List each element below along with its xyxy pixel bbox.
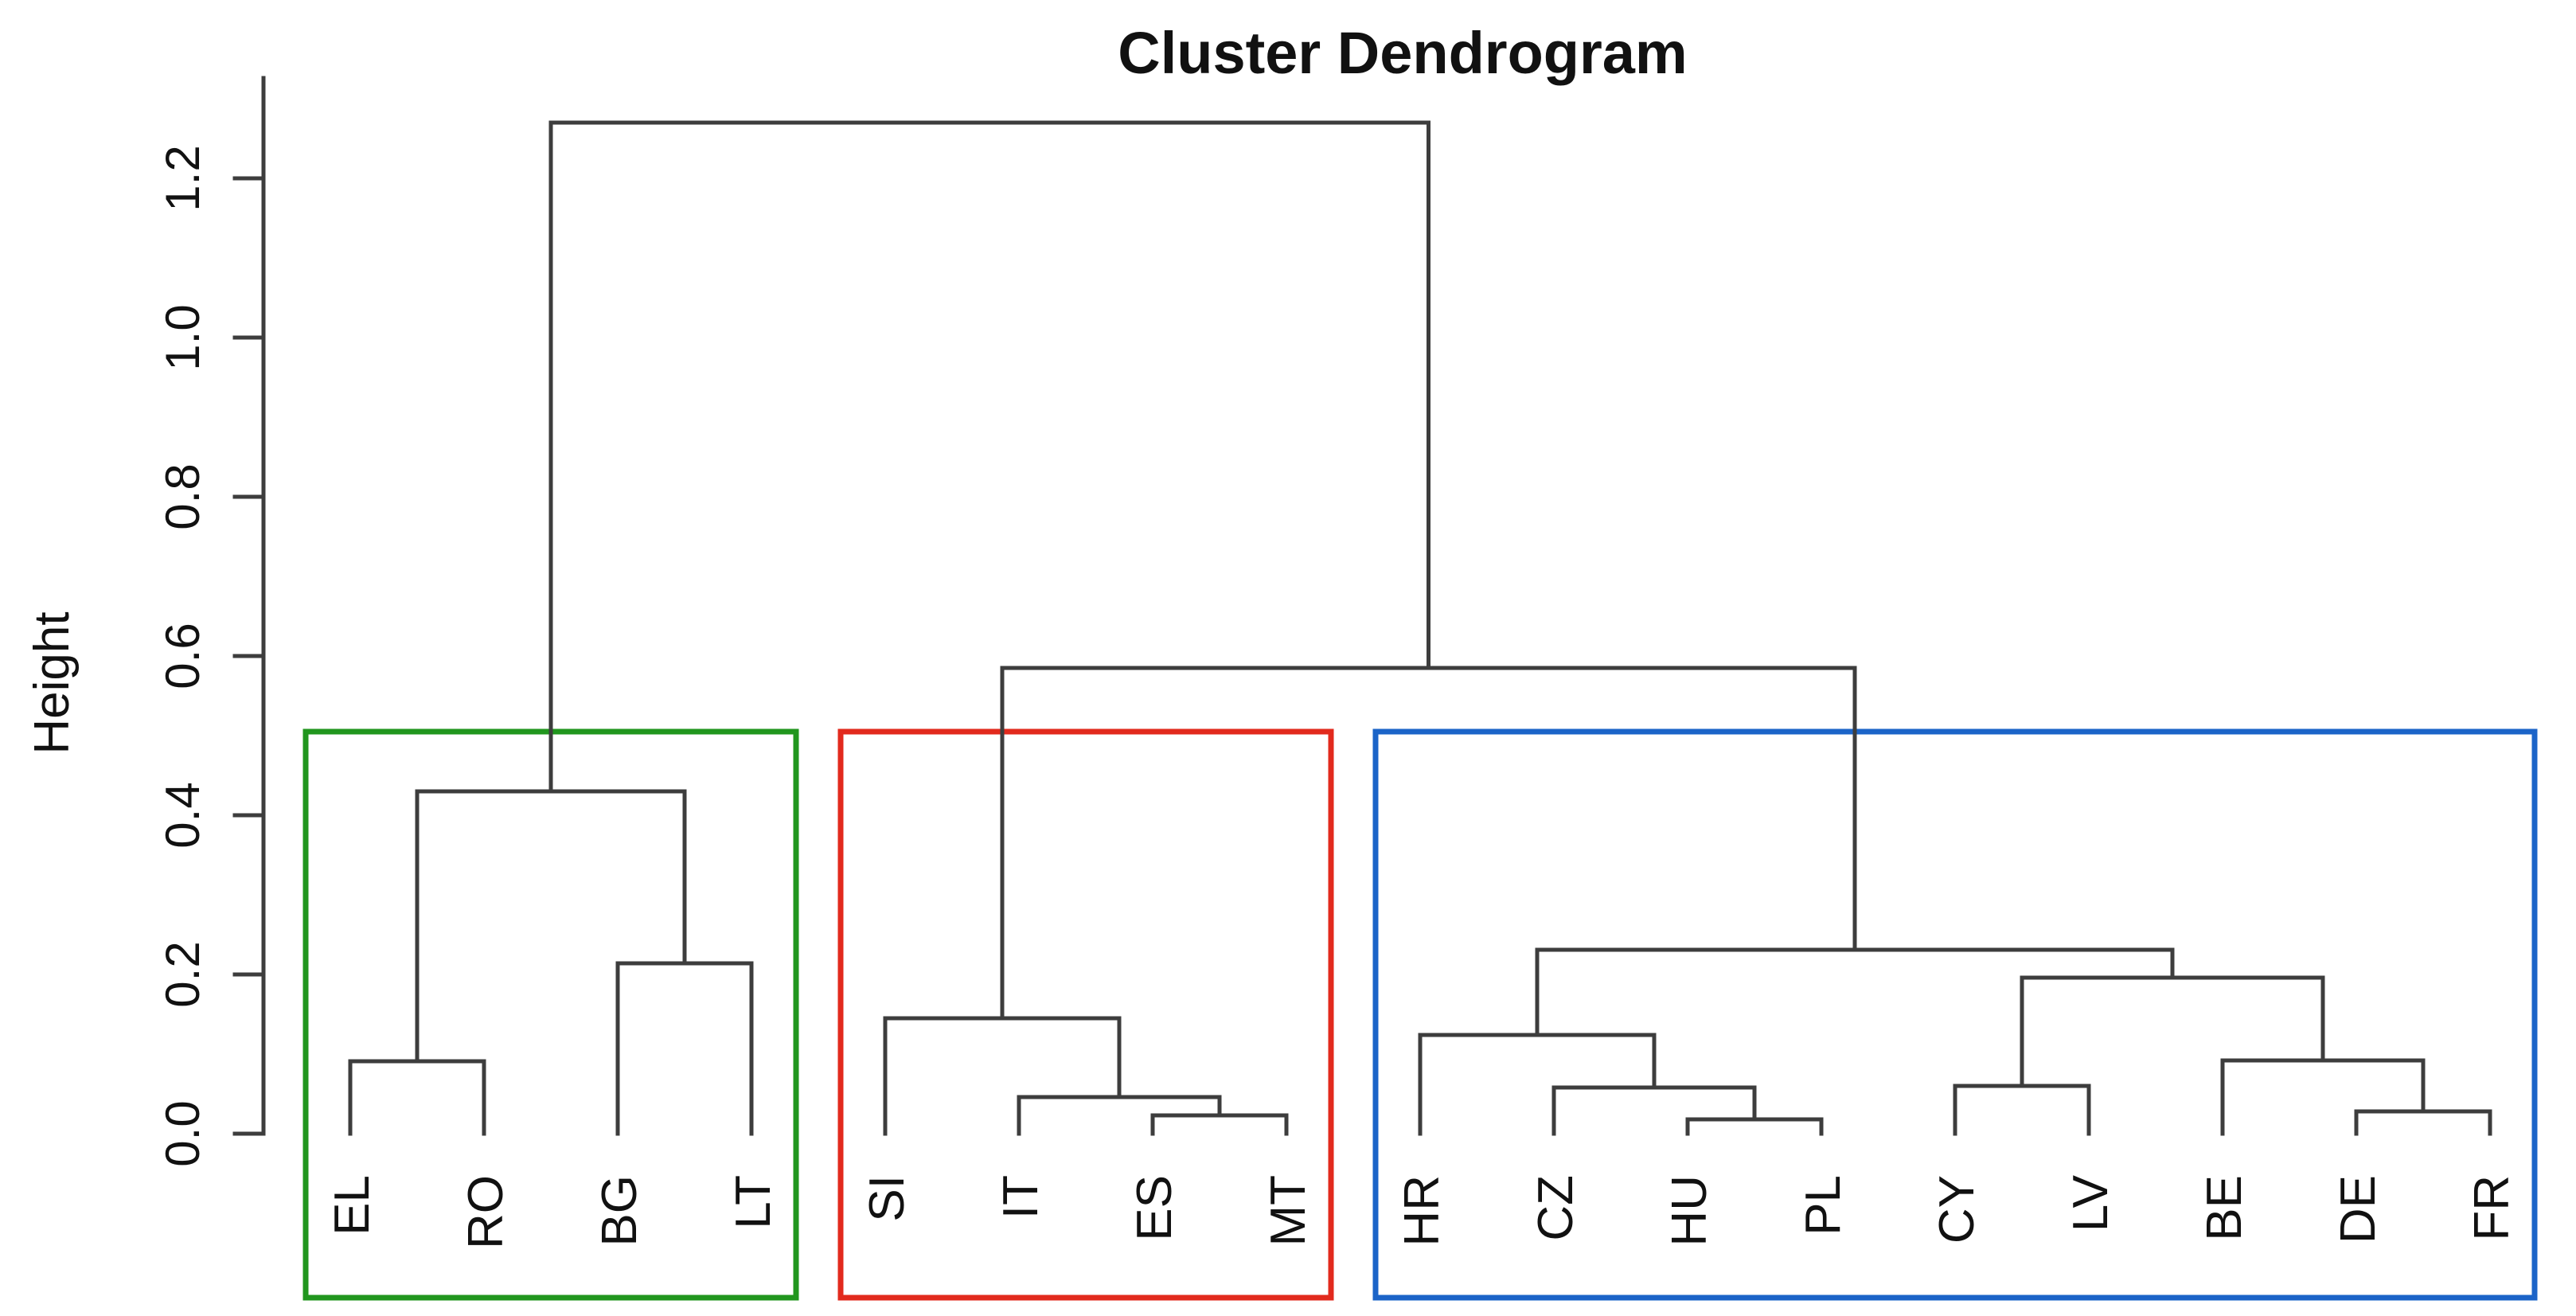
leaf-label: BG (592, 1175, 647, 1247)
leaf-label: CZ (1528, 1175, 1583, 1241)
dendrogram-tree (348, 120, 2492, 1136)
leaf-label: LT (726, 1175, 781, 1229)
leaf-label: EL (325, 1175, 380, 1236)
cluster-box-cluster-3 (1372, 728, 2538, 1301)
y-axis: 0.0 0.2 0.4 0.6 0.8 1.0 1.2 (156, 76, 266, 1167)
leaf-labels: EL RO BG LT SI IT ES MT HR CZ HU PL CY LV BE DE FR (325, 1174, 2519, 1249)
tick-label: 1.2 (156, 145, 209, 211)
tick-label: 0.8 (156, 463, 209, 529)
leaf-label: MT (1261, 1175, 1316, 1247)
leaf-label: CY (1930, 1175, 1985, 1244)
leaf-label: HU (1662, 1175, 1717, 1247)
leaf-label: PL (1796, 1175, 1851, 1236)
tick-label: 0.0 (156, 1100, 209, 1166)
leaf-label: SI (860, 1175, 915, 1222)
chart-title: Cluster Dendrogram (1118, 20, 1687, 86)
leaf-label: ES (1127, 1175, 1182, 1241)
cluster-box-cluster-2 (837, 728, 1334, 1301)
y-axis-label: Height (25, 611, 80, 754)
tick-label: 0.2 (156, 941, 209, 1007)
leaf-label: FR (2465, 1175, 2519, 1241)
tick-label: 1.0 (156, 304, 209, 370)
leaf-label: DE (2331, 1175, 2386, 1244)
leaf-label: LV (2063, 1174, 2118, 1232)
tick-label: 0.6 (156, 623, 209, 689)
tick-label: 0.4 (156, 782, 209, 848)
leaf-label: IT (993, 1175, 1048, 1219)
leaf-label: HR (1395, 1175, 1450, 1247)
leaf-label: RO (459, 1175, 513, 1249)
leaf-label: BE (2197, 1175, 2252, 1241)
